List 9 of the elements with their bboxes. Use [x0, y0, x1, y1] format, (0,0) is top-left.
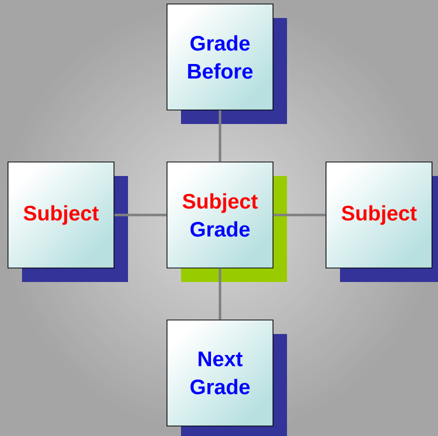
connector-line: [114, 214, 167, 216]
text-box: Subject: [326, 162, 438, 282]
text-box: Grade Before: [166, 4, 287, 124]
connector-line: [273, 214, 326, 216]
text-box: Subject Grade: [166, 162, 287, 282]
text-box: Next Grade: [166, 320, 287, 436]
connector-line: [218, 110, 222, 162]
text-box: Subject: [8, 162, 128, 282]
connector-line: [218, 268, 222, 320]
